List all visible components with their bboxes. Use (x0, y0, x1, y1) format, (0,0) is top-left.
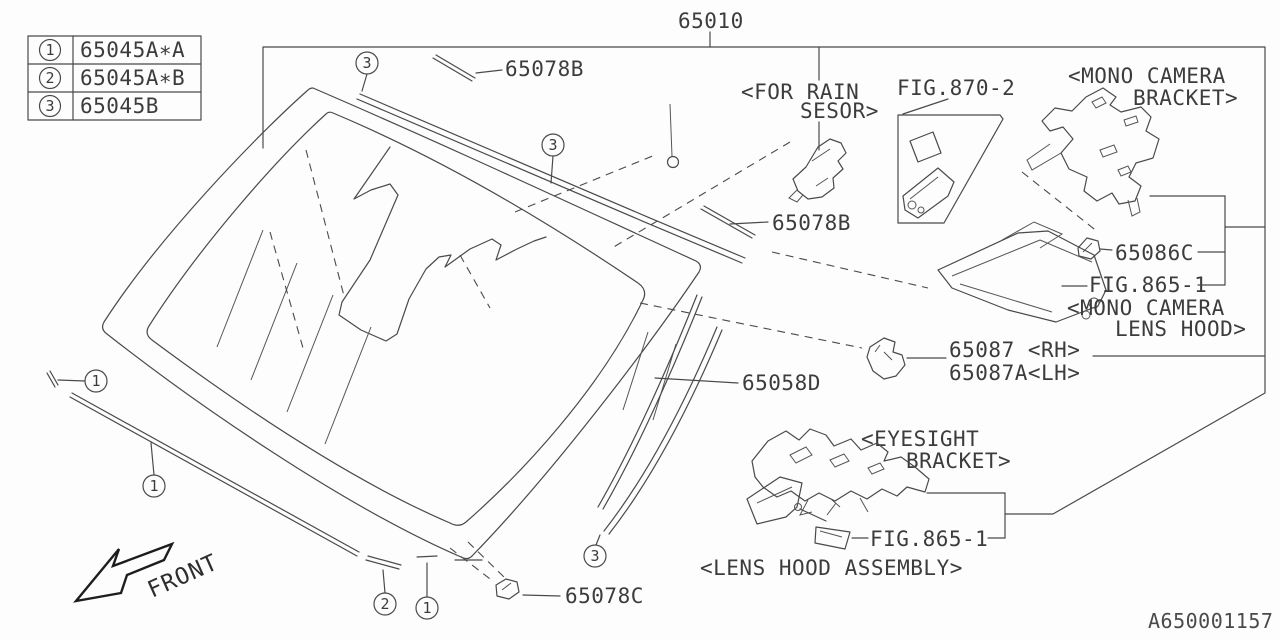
fig870-box (897, 114, 1004, 224)
note-mono-camera-bracket-1: <MONO CAMERA (1068, 64, 1226, 88)
callout-3-topmid[interactable]: 3 (541, 133, 565, 184)
glass-outer-outline (101, 87, 702, 560)
label-65058d[interactable]: 65058D (742, 371, 821, 395)
assembly-boundary: 65010 (262, 9, 1266, 515)
callout-2-bottom-num: 2 (380, 595, 389, 613)
legend-callout-2-icon (38, 66, 62, 90)
callout-3-topmid-num: 3 (548, 136, 557, 154)
front-direction-group: FRONT (72, 541, 222, 604)
callout-3-topleft[interactable]: 3 (355, 51, 379, 92)
mono-camera-bracket-group: <MONO CAMERA BRACKET> (1026, 64, 1266, 286)
cover-65087-sketch[interactable] (866, 337, 906, 380)
legend-callout-2: 2 (45, 69, 54, 87)
note-eyesight-2: BRACKET> (906, 449, 1011, 473)
callouts: 3 3 3 1 1 2 1 (57, 51, 607, 620)
legend-callout-3: 3 (45, 97, 54, 115)
rain-sensor-sketch (792, 138, 847, 200)
note-mono-camera-lens-hood-1: <MONO CAMERA (1067, 296, 1225, 320)
doc-number: A650001157 (1148, 609, 1273, 633)
fig-870-2-group: FIG.870-2 (897, 76, 1015, 224)
label-fig865-1-upper[interactable]: FIG.865-1 (1089, 273, 1207, 297)
construction-dashes (269, 141, 1099, 583)
label-65087a-lh[interactable]: 65087A<LH> (949, 361, 1080, 385)
eyesight-bracket-sketch[interactable] (751, 428, 930, 502)
dam-rubber-label-group: 65058D (654, 371, 821, 395)
lens-hood-sketch[interactable] (937, 230, 1107, 323)
legend-part-1[interactable]: 65045A∗A (80, 38, 185, 62)
dam-rubber-65058d[interactable] (597, 294, 703, 510)
callout-3-bottom[interactable]: 3 (583, 534, 607, 568)
glass-inner-line (146, 111, 646, 526)
label-65078c[interactable]: 65078C (565, 584, 644, 608)
molding-strip-65078b-top[interactable] (432, 54, 476, 82)
molding-right-65045b[interactable] (603, 326, 723, 535)
legend-table: 1 65045A∗A 2 65045A∗B 3 65045B (27, 35, 202, 121)
molding-strip-65078b-mid[interactable] (700, 205, 756, 239)
callout-2-bottom[interactable]: 2 (373, 569, 397, 616)
front-arrow-icon (72, 541, 175, 603)
callout-1-bottom[interactable]: 1 (415, 562, 439, 620)
moldings (46, 54, 756, 570)
note-for-rain-sensor-1: <FOR RAIN (741, 80, 859, 104)
label-65087-rh[interactable]: 65087 <RH> (949, 338, 1080, 362)
label-65078b-top[interactable]: 65078B (505, 57, 584, 81)
note-eyesight-1: <EYESIGHT (861, 427, 979, 451)
callout-1-mid[interactable]: 1 (142, 442, 166, 498)
rain-sensor-part: <FOR RAIN SESOR> (741, 46, 879, 203)
mono-camera-bracket-sketch[interactable] (1041, 87, 1160, 205)
callout-3-bottom-num: 3 (590, 547, 599, 565)
cover-65087-group: 65087 <RH> 65087A<LH> (866, 337, 1265, 385)
callout-1-bottom-num: 1 (422, 599, 431, 617)
legend-callout-3-icon (38, 94, 62, 118)
molding-labels: 65078B 65078B (475, 57, 851, 235)
callout-3-topleft-num: 3 (362, 54, 371, 72)
front-label: FRONT (144, 550, 222, 604)
label-65010[interactable]: 65010 (678, 9, 744, 33)
legend-part-3[interactable]: 65045B (80, 94, 159, 118)
note-lens-hood-assembly: <LENS HOOD ASSEMBLY> (700, 556, 963, 580)
clip-65086c-group: 65086C (1077, 237, 1226, 265)
label-fig865-1-lower[interactable]: FIG.865-1 (870, 527, 988, 551)
legend-border (27, 35, 202, 121)
molding-left-65045a[interactable] (46, 370, 360, 557)
note-for-rain-sensor-2: SESOR> (800, 99, 879, 123)
legend-callout-1-icon (38, 38, 62, 62)
sensor-mount-hole (666, 103, 680, 169)
clip-65078c-sketch[interactable] (495, 578, 520, 600)
glass-reflection-lines (216, 229, 677, 445)
callout-1-left-num: 1 (91, 372, 100, 390)
label-fig870-2[interactable]: FIG.870-2 (897, 76, 1015, 100)
callout-1-mid-num: 1 (149, 477, 158, 495)
note-mono-camera-bracket-2: BRACKET> (1133, 86, 1238, 110)
label-65086c[interactable]: 65086C (1115, 241, 1194, 265)
legend-callout-1: 1 (45, 41, 54, 59)
eyesight-group: <EYESIGHT BRACKET> FIG.865-1 <LENS HOOD … (700, 427, 1011, 580)
frit-zigzag-pattern (338, 146, 547, 342)
legend-part-2[interactable]: 65045A∗B (80, 66, 185, 90)
windshield-glass (101, 87, 1099, 583)
note-mono-camera-lens-hood-2: LENS HOOD> (1115, 317, 1246, 341)
clip-65078c-group: 65078C (495, 578, 644, 608)
molding-top-65045b[interactable] (356, 93, 746, 264)
mono-camera-lens-hood-group: FIG.865-1 <MONO CAMERA LENS HOOD> (937, 221, 1246, 341)
callout-1-left[interactable]: 1 (57, 369, 108, 393)
lens-hood-assembly-sketch[interactable] (746, 476, 851, 550)
molding-piece-65045a-b[interactable] (365, 555, 438, 570)
label-65078b-mid[interactable]: 65078B (772, 211, 851, 235)
